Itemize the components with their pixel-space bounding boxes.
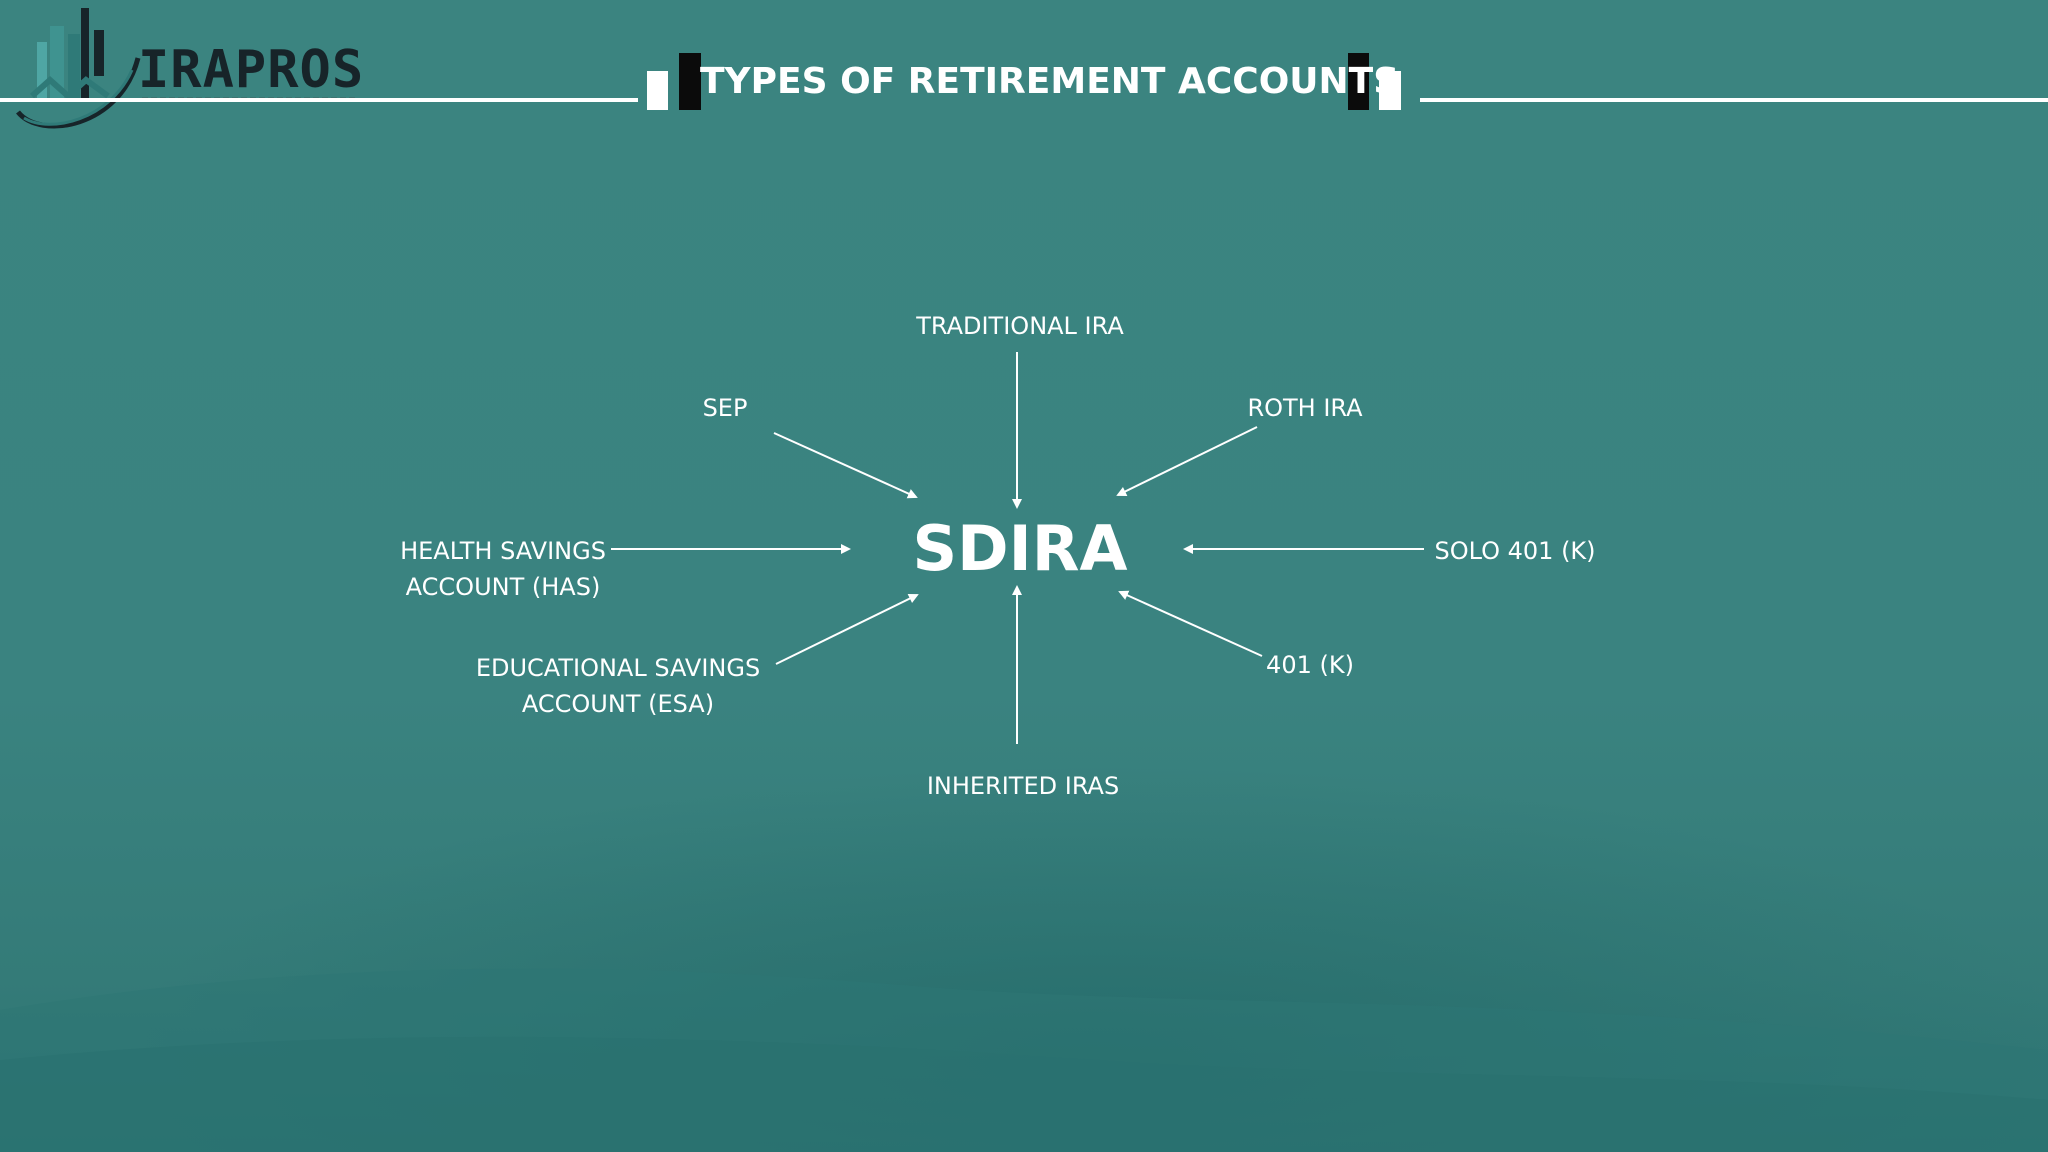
header-rule-left bbox=[0, 98, 638, 102]
arrow-sep bbox=[773, 432, 918, 499]
node-traditional-ira: TRADITIONAL IRA bbox=[916, 312, 1124, 340]
node-401k: 401 (K) bbox=[1266, 651, 1354, 679]
header-rule-right bbox=[1420, 98, 2048, 102]
node-educational-savings-account: EDUCATIONAL SAVINGS ACCOUNT (ESA) bbox=[475, 654, 761, 718]
building-swoosh-icon bbox=[16, 8, 141, 129]
node-solo-401k: SOLO 401 (K) bbox=[1434, 537, 1596, 565]
arrow-educational bbox=[775, 594, 919, 665]
header-bar-decoration bbox=[1379, 71, 1401, 110]
node-sep: SEP bbox=[702, 394, 748, 422]
arrow-401k bbox=[1118, 590, 1263, 657]
node-health-savings-account: HEALTH SAVINGS ACCOUNT (HAS) bbox=[400, 537, 606, 601]
header-bar-decoration bbox=[679, 53, 701, 110]
node-roth-ira: ROTH IRA bbox=[1247, 394, 1363, 422]
node-inherited-iras: INHERITED IRAS bbox=[926, 772, 1120, 800]
slide-title: TYPES OF RETIREMENT ACCOUNTS bbox=[700, 61, 1400, 102]
brand-name: IRAPROS bbox=[138, 40, 365, 100]
diagram-center-node: SDIRA bbox=[912, 512, 1128, 585]
header-bar-decoration bbox=[647, 71, 668, 110]
header-bar-decoration bbox=[1348, 53, 1369, 110]
arrow-roth bbox=[1116, 426, 1258, 496]
